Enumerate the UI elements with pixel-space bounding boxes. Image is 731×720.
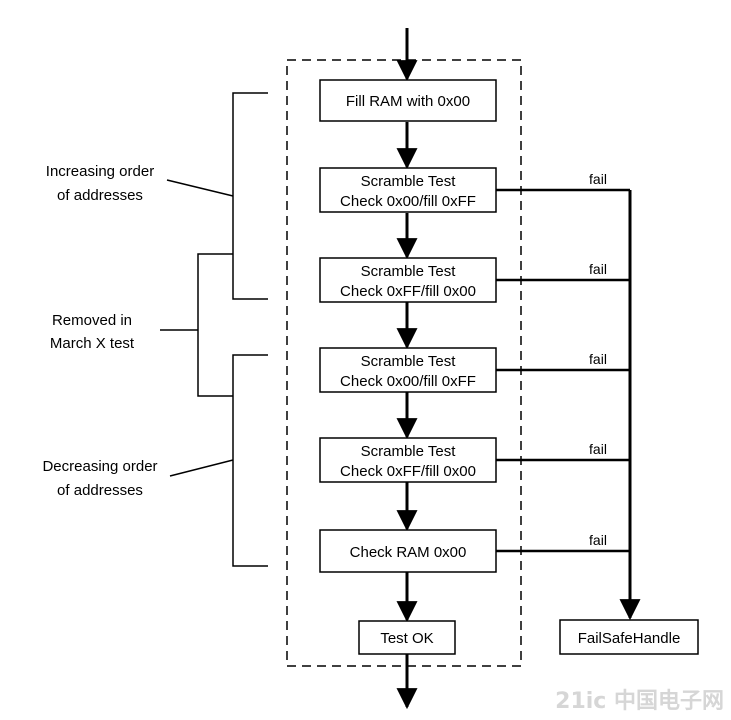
fail-label-4: fail xyxy=(589,441,607,457)
step-scramble-2-detail: Check 0xFF/fill 0x00 xyxy=(340,283,476,300)
fail-safe-handler-label: FailSafeHandle xyxy=(578,630,681,647)
step-scramble-4-title: Scramble Test xyxy=(361,443,457,460)
step-scramble-3: Scramble Test Check 0x00/fill 0xFF xyxy=(319,347,497,393)
step-test-ok: Test OK xyxy=(358,620,456,655)
bracket-decreasing xyxy=(169,354,268,567)
step-scramble-3-title: Scramble Test xyxy=(361,353,457,370)
annotation-decreasing-line1: Decreasing order xyxy=(42,458,157,475)
fail-label-3: fail xyxy=(589,351,607,367)
step-test-ok-label: Test OK xyxy=(380,630,433,647)
fail-label-2: fail xyxy=(589,261,607,277)
annotation-decreasing-line2: of addresses xyxy=(57,482,143,499)
fail-safe-handler: FailSafeHandle xyxy=(559,619,699,655)
step-scramble-2: Scramble Test Check 0xFF/fill 0x00 xyxy=(319,257,497,303)
annotation-removed-line1: Removed in xyxy=(52,312,132,329)
step-fill-ram: Fill RAM with 0x00 xyxy=(319,79,497,122)
fail-label-5: fail xyxy=(589,532,607,548)
fail-branches xyxy=(496,188,641,621)
fail-label-1: fail xyxy=(589,171,607,187)
step-scramble-2-title: Scramble Test xyxy=(361,263,457,280)
step-scramble-3-detail: Check 0x00/fill 0xFF xyxy=(340,373,476,390)
bracket-increasing xyxy=(166,92,268,300)
step-scramble-1-title: Scramble Test xyxy=(361,173,457,190)
bracket-removed xyxy=(160,253,233,397)
step-scramble-4: Scramble Test Check 0xFF/fill 0x00 xyxy=(319,437,497,483)
step-scramble-1: Scramble Test Check 0x00/fill 0xFF xyxy=(319,167,497,213)
step-check-ram: Check RAM 0x00 xyxy=(319,529,497,573)
step-scramble-1-detail: Check 0x00/fill 0xFF xyxy=(340,193,476,210)
annotation-increasing-line1: Increasing order xyxy=(46,163,154,180)
annotation-removed-line2: March X test xyxy=(50,335,135,352)
step-fill-ram-label: Fill RAM with 0x00 xyxy=(346,93,470,110)
step-check-ram-label: Check RAM 0x00 xyxy=(350,544,467,561)
step-scramble-4-detail: Check 0xFF/fill 0x00 xyxy=(340,463,476,480)
annotation-increasing-line2: of addresses xyxy=(57,187,143,204)
site-watermark: 21ic 中国电子网 xyxy=(555,689,724,714)
